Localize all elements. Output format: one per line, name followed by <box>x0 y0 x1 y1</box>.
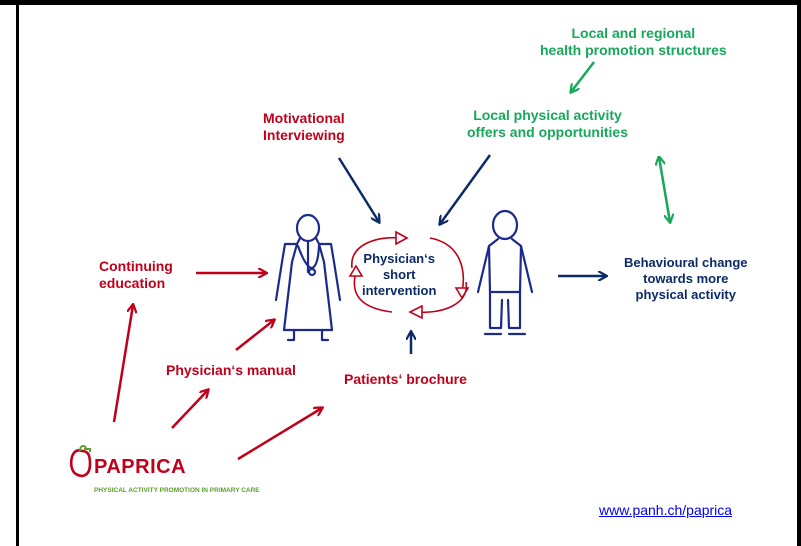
paprica-logo-icon <box>69 444 92 478</box>
arrow-offers-to-intervention <box>440 154 492 224</box>
label-local-physical-activity-offers: Local physical activity offers and oppor… <box>467 107 628 140</box>
label-physicians-manual: Physician‘s manual <box>166 362 296 378</box>
paprica-logo-name: PAPRICA <box>94 456 187 478</box>
patient-figure-icon <box>476 209 534 336</box>
paprica-logo-tagline: PHYSICAL ACTIVITY PROMOTION IN PRIMARY C… <box>94 487 260 494</box>
physician-figure-icon <box>274 213 342 342</box>
arrow-manual-to-physician <box>235 320 274 351</box>
label-continuing-education: Continuing education <box>99 258 173 291</box>
arrow-logo-to-brochure <box>237 408 322 461</box>
slide-frame-top <box>0 0 801 5</box>
arrow-logo-to-education <box>112 305 133 423</box>
arrow-motivational-to-intervention <box>337 157 379 222</box>
arrow-structures-to-offers <box>571 61 595 92</box>
label-behavioural-change: Behavioural change towards more physical… <box>624 255 748 302</box>
intervention-cycle-icon <box>348 230 470 320</box>
label-motivational-interviewing: Motivational Interviewing <box>263 110 345 143</box>
slide-frame-right <box>797 0 801 546</box>
label-patients-brochure: Patients‘ brochure <box>344 371 467 387</box>
slide-frame-left <box>16 0 19 546</box>
arrow-offers-behaviour-double <box>659 157 670 222</box>
arrow-logo-to-manual <box>171 390 208 429</box>
label-local-regional-structures: Local and regional health promotion stru… <box>540 25 727 58</box>
paprica-website-link[interactable]: www.panh.ch/paprica <box>599 502 733 518</box>
label-physician-short-intervention: Physician‘s short intervention <box>362 251 437 298</box>
